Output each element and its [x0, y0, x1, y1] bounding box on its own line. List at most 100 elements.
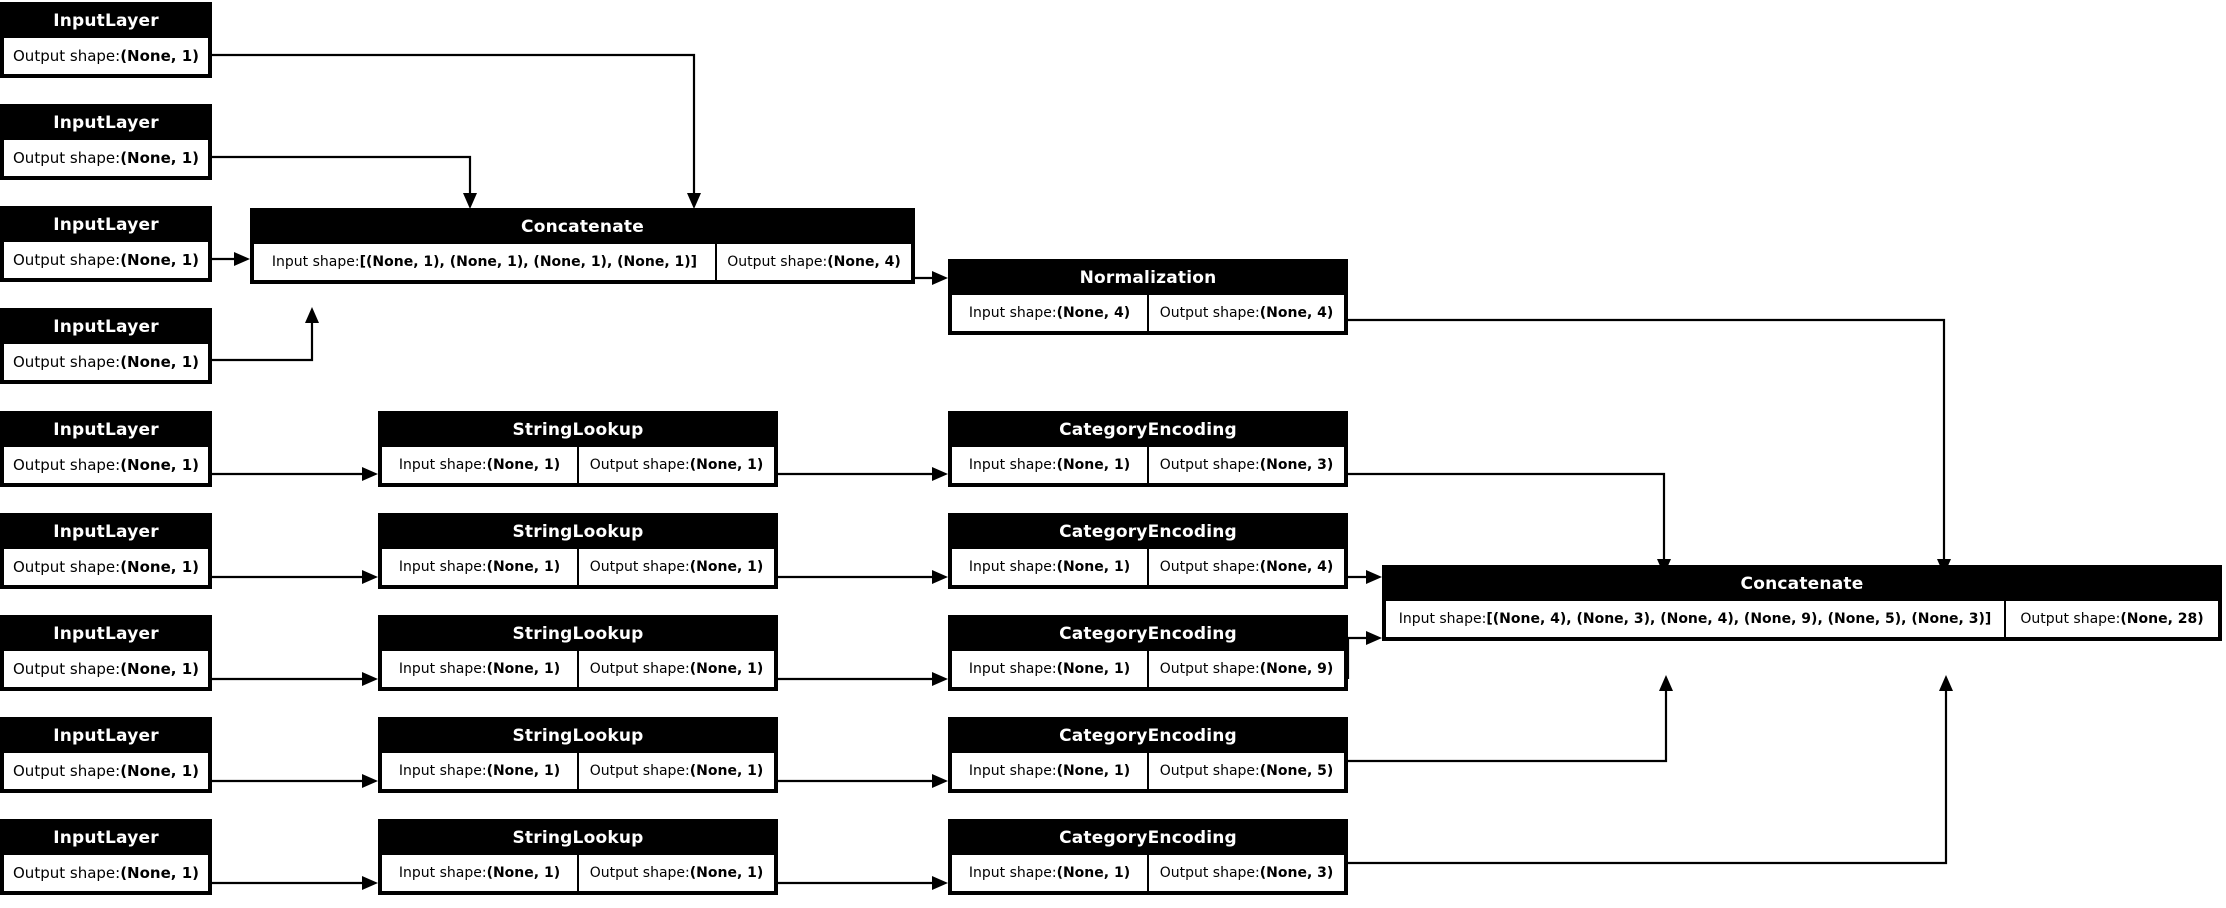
output-shape-label: Output shape: — [2020, 611, 2121, 627]
node-input-layer-numeric-1[interactable]: InputLayer Output shape: (None, 1) — [0, 2, 212, 78]
input-shape-label: Input shape: — [398, 457, 487, 473]
node-input-layer-categorical-4[interactable]: InputLayer Output shape: (None, 1) — [0, 717, 212, 793]
node-output-shape-cell: Output shape: (None, 1) — [579, 651, 774, 687]
node-output-shape-cell: Output shape: (None, 1) — [4, 344, 208, 380]
output-shape-label: Output shape: — [1159, 457, 1260, 473]
node-input-layer-categorical-3[interactable]: InputLayer Output shape: (None, 1) — [0, 615, 212, 691]
node-input-shape-cell: Input shape: (None, 1) — [952, 753, 1147, 789]
node-string-lookup-1[interactable]: StringLookup Input shape: (None, 1) Outp… — [378, 411, 778, 487]
node-output-shape-cell: Output shape: (None, 3) — [1149, 447, 1344, 483]
node-normalization[interactable]: Normalization Input shape: (None, 4) Out… — [948, 259, 1348, 335]
input-shape-label: Input shape: — [398, 865, 487, 881]
node-category-encoding-2[interactable]: CategoryEncoding Input shape: (None, 1) … — [948, 513, 1348, 589]
output-shape-label: Output shape: — [13, 251, 121, 269]
node-category-encoding-5[interactable]: CategoryEncoding Input shape: (None, 1) … — [948, 819, 1348, 895]
node-input-layer-numeric-4[interactable]: InputLayer Output shape: (None, 1) — [0, 308, 212, 384]
input-shape-label: Input shape: — [398, 661, 487, 677]
output-shape-value: (None, 1) — [689, 661, 764, 677]
input-shape-value: (None, 1) — [486, 661, 561, 677]
node-string-lookup-5[interactable]: StringLookup Input shape: (None, 1) Outp… — [378, 819, 778, 895]
node-input-layer-numeric-2[interactable]: InputLayer Output shape: (None, 1) — [0, 104, 212, 180]
output-shape-value: (None, 1) — [689, 457, 764, 473]
node-output-shape-cell: Output shape: (None, 1) — [4, 140, 208, 176]
node-input-layer-categorical-5[interactable]: InputLayer Output shape: (None, 1) — [0, 819, 212, 895]
output-shape-value: (None, 4) — [827, 254, 901, 270]
input-shape-value: (None, 1) — [1056, 559, 1131, 575]
node-input-shape-cell: Input shape: (None, 1) — [952, 651, 1147, 687]
node-title: CategoryEncoding — [950, 821, 1346, 855]
output-shape-label: Output shape: — [589, 559, 690, 575]
output-shape-label: Output shape: — [13, 353, 121, 371]
node-input-shape-cell: Input shape: (None, 1) — [952, 855, 1147, 891]
node-input-shape-cell: Input shape: (None, 1) — [382, 855, 577, 891]
input-shape-label: Input shape: — [968, 559, 1057, 575]
node-string-lookup-3[interactable]: StringLookup Input shape: (None, 1) Outp… — [378, 615, 778, 691]
node-title: InputLayer — [2, 821, 210, 855]
output-shape-label: Output shape: — [13, 149, 121, 167]
input-shape-label: Input shape: — [398, 763, 487, 779]
node-output-shape-cell: Output shape: (None, 1) — [579, 447, 774, 483]
node-title: InputLayer — [2, 208, 210, 242]
node-input-shape-cell: Input shape: (None, 1) — [382, 549, 577, 585]
input-shape-value: (None, 4) — [1056, 305, 1131, 321]
output-shape-value: (None, 1) — [120, 558, 199, 576]
input-shape-value: (None, 1) — [1056, 457, 1131, 473]
output-shape-value: (None, 1) — [120, 353, 199, 371]
node-string-lookup-2[interactable]: StringLookup Input shape: (None, 1) Outp… — [378, 513, 778, 589]
node-input-shape-cell: Input shape: (None, 1) — [382, 447, 577, 483]
node-title: InputLayer — [2, 515, 210, 549]
node-title: InputLayer — [2, 413, 210, 447]
output-shape-label: Output shape: — [13, 456, 121, 474]
node-title: Concatenate — [252, 210, 913, 244]
input-shape-label: Input shape: — [968, 763, 1057, 779]
node-input-layer-categorical-1[interactable]: InputLayer Output shape: (None, 1) — [0, 411, 212, 487]
output-shape-value: (None, 3) — [1259, 865, 1334, 881]
node-input-shape-cell: Input shape: (None, 1) — [952, 447, 1147, 483]
input-shape-value: (None, 1) — [486, 457, 561, 473]
output-shape-value: (None, 4) — [1259, 559, 1334, 575]
node-concatenate-all[interactable]: Concatenate Input shape: [(None, 4), (No… — [1382, 565, 2222, 641]
node-output-shape-cell: Output shape: (None, 1) — [579, 549, 774, 585]
output-shape-value: (None, 1) — [689, 763, 764, 779]
node-title: StringLookup — [380, 413, 776, 447]
input-shape-label: Input shape: — [271, 254, 360, 270]
output-shape-label: Output shape: — [13, 660, 121, 678]
output-shape-value: (None, 5) — [1259, 763, 1334, 779]
node-input-layer-categorical-2[interactable]: InputLayer Output shape: (None, 1) — [0, 513, 212, 589]
node-title: CategoryEncoding — [950, 719, 1346, 753]
node-input-layer-numeric-3[interactable]: InputLayer Output shape: (None, 1) — [0, 206, 212, 282]
node-title: StringLookup — [380, 821, 776, 855]
node-input-shape-cell: Input shape: [(None, 4), (None, 3), (Non… — [1386, 601, 2004, 637]
node-category-encoding-3[interactable]: CategoryEncoding Input shape: (None, 1) … — [948, 615, 1348, 691]
output-shape-label: Output shape: — [589, 661, 690, 677]
output-shape-value: (None, 1) — [120, 47, 199, 65]
node-category-encoding-4[interactable]: CategoryEncoding Input shape: (None, 1) … — [948, 717, 1348, 793]
output-shape-value: (None, 1) — [689, 865, 764, 881]
output-shape-value: (None, 1) — [120, 251, 199, 269]
input-shape-value: [(None, 1), (None, 1), (None, 1), (None,… — [359, 254, 698, 270]
node-output-shape-cell: Output shape: (None, 1) — [4, 855, 208, 891]
output-shape-value: (None, 4) — [1259, 305, 1334, 321]
node-output-shape-cell: Output shape: (None, 4) — [1149, 295, 1344, 331]
node-output-shape-cell: Output shape: (None, 1) — [579, 855, 774, 891]
node-output-shape-cell: Output shape: (None, 1) — [4, 549, 208, 585]
node-concatenate-numeric[interactable]: Concatenate Input shape: [(None, 1), (No… — [250, 208, 915, 284]
output-shape-label: Output shape: — [589, 763, 690, 779]
node-output-shape-cell: Output shape: (None, 3) — [1149, 855, 1344, 891]
node-category-encoding-1[interactable]: CategoryEncoding Input shape: (None, 1) … — [948, 411, 1348, 487]
input-shape-label: Input shape: — [1398, 611, 1487, 627]
input-shape-label: Input shape: — [968, 305, 1057, 321]
input-shape-label: Input shape: — [398, 559, 487, 575]
node-string-lookup-4[interactable]: StringLookup Input shape: (None, 1) Outp… — [378, 717, 778, 793]
output-shape-label: Output shape: — [589, 865, 690, 881]
input-shape-label: Input shape: — [968, 865, 1057, 881]
node-title: Normalization — [950, 261, 1346, 295]
input-shape-label: Input shape: — [968, 457, 1057, 473]
node-output-shape-cell: Output shape: (None, 1) — [4, 753, 208, 789]
node-title: StringLookup — [380, 617, 776, 651]
output-shape-value: (None, 3) — [1259, 457, 1334, 473]
output-shape-label: Output shape: — [1159, 305, 1260, 321]
node-output-shape-cell: Output shape: (None, 9) — [1149, 651, 1344, 687]
node-title: InputLayer — [2, 4, 210, 38]
output-shape-value: (None, 1) — [689, 559, 764, 575]
